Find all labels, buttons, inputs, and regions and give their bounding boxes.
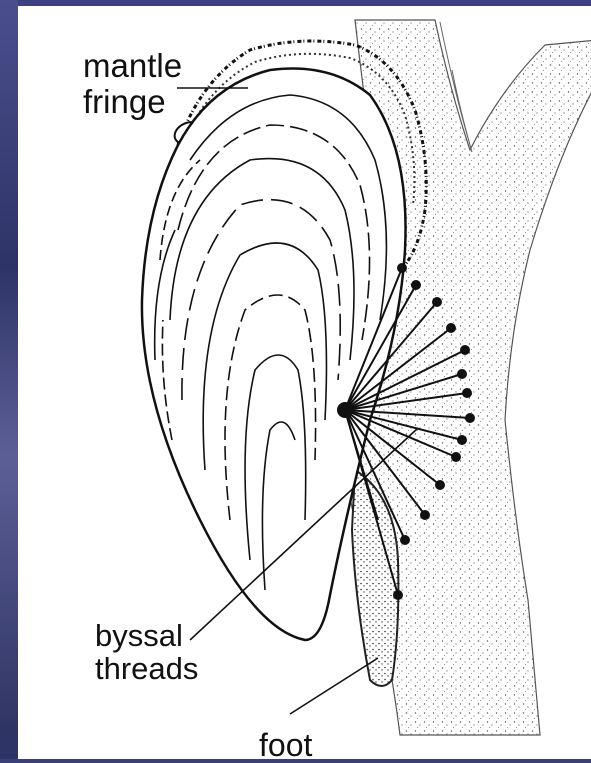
foot-leader — [290, 658, 378, 714]
slide-frame-left — [0, 0, 18, 759]
mantle-fringe-label: mantle fringe — [83, 48, 182, 119]
foot-label: foot — [259, 728, 312, 763]
diagram-panel: mantle fringe byssal threads foot — [18, 6, 591, 759]
byssal-threads-label: byssal threads — [95, 619, 198, 686]
